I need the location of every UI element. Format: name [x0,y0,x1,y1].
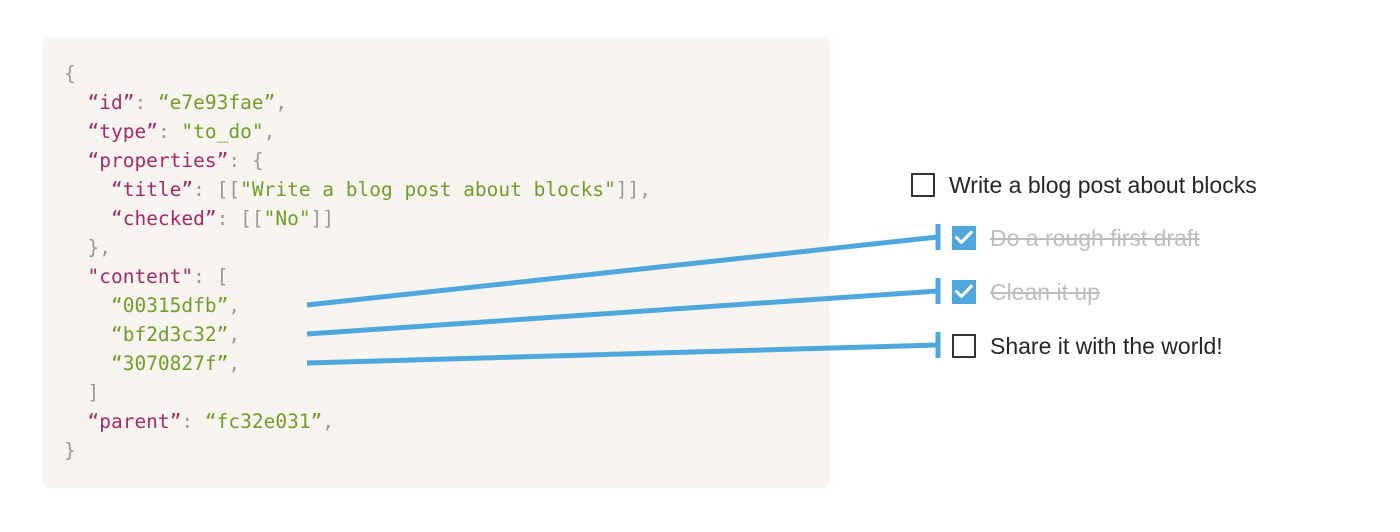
code-token-punc: ] [87,381,100,404]
code-line: ] [64,378,651,407]
code-token-key: “properties” [87,149,229,172]
todo-item-label: Do a rough first draft [990,224,1200,251]
code-token-punc: : { [228,149,264,172]
code-indent [64,149,87,172]
code-token-str: “e7e93fae” [157,91,276,114]
code-indent [64,323,111,346]
checkbox-unchecked-icon[interactable] [911,173,935,197]
code-indent [64,294,111,317]
code-token-punc: : [ [193,265,229,288]
code-indent [64,91,87,114]
todo-item-label: Write a blog post about blocks [949,171,1257,198]
code-token-punc: , [263,120,276,143]
code-token-punc: { [64,62,76,85]
json-code-block: { “id”: “e7e93fae”, “type”: "to_do", “pr… [64,59,651,465]
code-line: } [64,436,651,465]
code-token-key: "content" [87,265,194,288]
code-token-str: “3070827f” [110,352,229,375]
todo-item[interactable]: Do a rough first draft [952,223,1200,253]
code-token-punc: }, [87,236,111,259]
code-token-punc: ]], [615,178,652,201]
connector-end-cap [935,278,941,304]
checkbox-checked-icon[interactable] [952,280,976,304]
code-line: “bf2d3c32”, [64,320,651,349]
code-token-punc: , [228,323,241,346]
code-token-punc: } [64,439,76,462]
code-token-key: “parent” [87,410,182,433]
code-token-punc: : [157,120,182,143]
code-token-str: “fc32e031” [204,410,323,433]
code-token-str: “bf2d3c32” [110,323,229,346]
code-token-str: “00315dfb” [110,294,229,317]
code-token-punc: : [[ [216,207,264,230]
code-line: “parent”: “fc32e031”, [64,407,651,436]
code-token-punc: : [134,91,158,114]
code-line: “3070827f”, [64,349,651,378]
code-token-key: “id” [87,91,135,114]
code-token-punc: : [[ [193,178,241,201]
code-indent [64,236,87,259]
code-line: “properties”: { [64,146,651,175]
code-token-key: “checked” [110,207,217,230]
code-line: “type”: "to_do", [64,117,651,146]
connector-end-cap [935,224,941,250]
code-token-str: "No" [263,207,311,230]
code-token-punc: ]] [310,207,335,230]
code-indent [64,265,87,288]
code-token-key: “title” [110,178,194,201]
code-line: “00315dfb”, [64,291,651,320]
code-token-key: “type” [87,120,158,143]
code-token-str: "Write a blog post about blocks" [240,178,616,201]
checkbox-unchecked-icon[interactable] [952,334,976,358]
todo-item-label: Clean it up [990,278,1100,305]
code-token-punc: : [181,410,205,433]
connector-end-cap [935,332,941,358]
checkbox-checked-icon[interactable] [952,226,976,250]
code-token-punc: , [228,352,241,375]
code-indent [64,352,111,375]
code-indent [64,381,87,404]
todo-item[interactable]: Write a blog post about blocks [911,170,1257,200]
code-indent [64,207,111,230]
code-line: { [64,59,651,88]
json-code-panel: { “id”: “e7e93fae”, “type”: "to_do", “pr… [42,37,830,488]
code-token-punc: , [322,410,335,433]
code-line: “checked”: [["No"]] [64,204,651,233]
code-indent [64,120,87,143]
code-line: }, [64,233,651,262]
code-indent [64,410,87,433]
code-line: “title”: [["Write a blog post about bloc… [64,175,651,204]
code-token-str: "to_do" [181,120,264,143]
todo-item[interactable]: Share it with the world! [952,331,1223,361]
code-token-punc: , [228,294,241,317]
code-line: "content": [ [64,262,651,291]
code-token-punc: , [275,91,288,114]
code-indent [64,178,111,201]
todo-item-label: Share it with the world! [990,332,1223,359]
code-line: “id”: “e7e93fae”, [64,88,651,117]
todo-item[interactable]: Clean it up [952,277,1100,307]
